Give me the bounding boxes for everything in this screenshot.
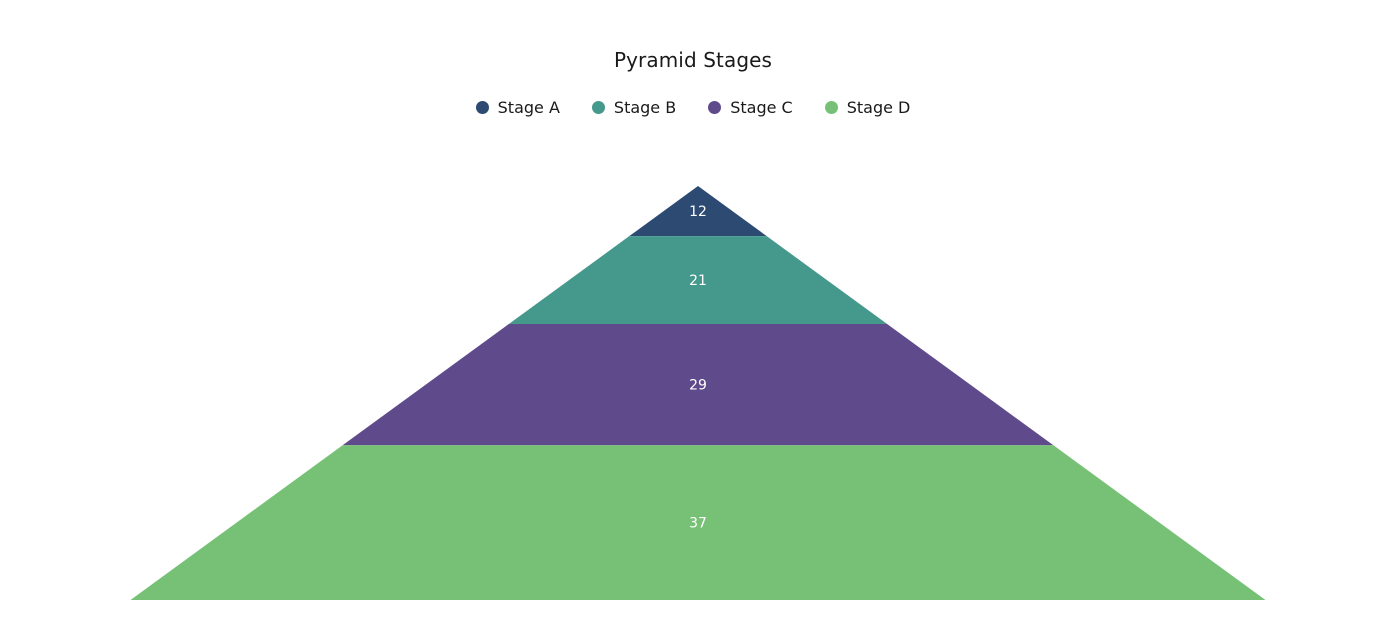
legend-label-stage-c: Stage C [730, 98, 793, 117]
chart-legend: Stage A Stage B Stage C Stage D [0, 98, 1386, 117]
pyramid-segment[interactable] [342, 324, 1054, 446]
legend-item-stage-d[interactable]: Stage D [824, 98, 911, 117]
pyramid-value-labels: 12 21 29 37 [689, 204, 707, 532]
legend-swatch-icon-stage-b [591, 101, 605, 114]
legend-label-stage-a: Stage A [497, 98, 560, 117]
pyramid-segment-value: 12 [689, 204, 707, 220]
legend-item-stage-c[interactable]: Stage C [708, 98, 793, 117]
legend-item-stage-b[interactable]: Stage B [591, 98, 677, 117]
legend-swatch-icon-stage-a [475, 101, 489, 114]
pyramid-segment-value: 37 [689, 516, 707, 532]
pyramid-segment[interactable] [629, 186, 767, 237]
legend-swatch-icon-stage-c [708, 101, 722, 114]
legend-swatch-icon-stage-d [824, 101, 838, 114]
legend-item-stage-a[interactable]: Stage A [475, 98, 560, 117]
legend-label-stage-d: Stage D [846, 98, 911, 117]
pyramid-segment-value: 29 [689, 378, 707, 394]
chart-title: Pyramid Stages [613, 48, 773, 72]
pyramid-segment[interactable] [508, 236, 888, 324]
pyramid-segments [130, 186, 1266, 600]
pyramid-segment-value: 21 [689, 273, 707, 289]
pyramid-segment[interactable] [130, 445, 1266, 600]
legend-label-stage-b: Stage B [613, 98, 677, 117]
